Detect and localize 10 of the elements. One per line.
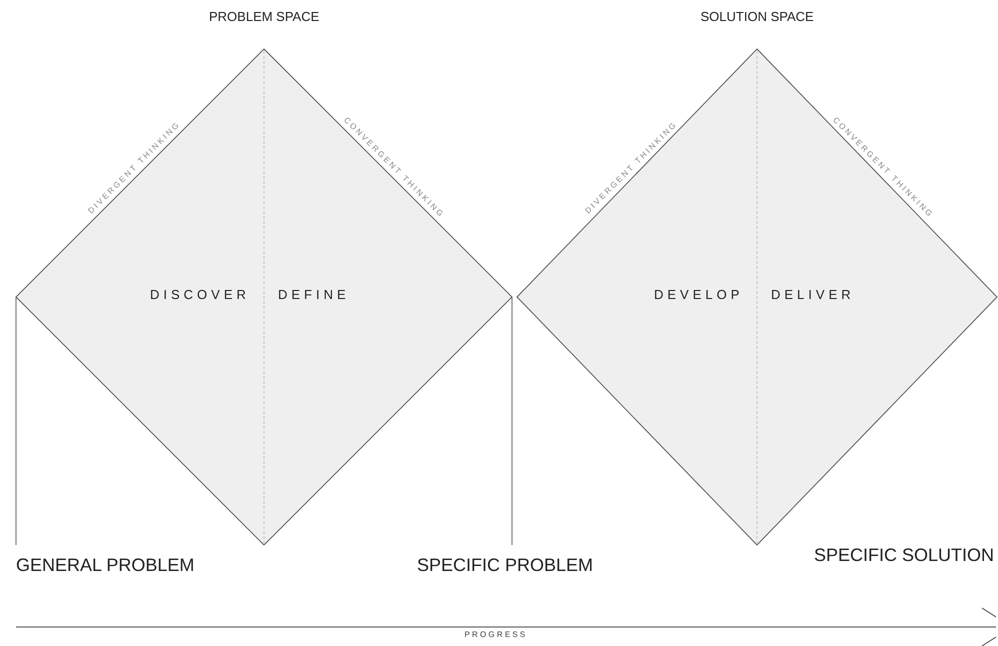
phase-label: DEVELOP — [654, 286, 744, 302]
axis-label: PROGRESS — [464, 630, 528, 639]
stage-label: GENERAL PROBLEM — [16, 555, 194, 576]
phase-label: DELIVER — [771, 286, 855, 302]
space-heading: PROBLEM SPACE — [209, 9, 320, 24]
stage-label: SPECIFIC PROBLEM — [417, 555, 594, 576]
phase-label: DISCOVER — [150, 286, 250, 302]
phase-label: DEFINE — [278, 286, 350, 302]
space-heading: SOLUTION SPACE — [700, 9, 814, 24]
stage-label: SPECIFIC SOLUTION — [814, 545, 994, 566]
